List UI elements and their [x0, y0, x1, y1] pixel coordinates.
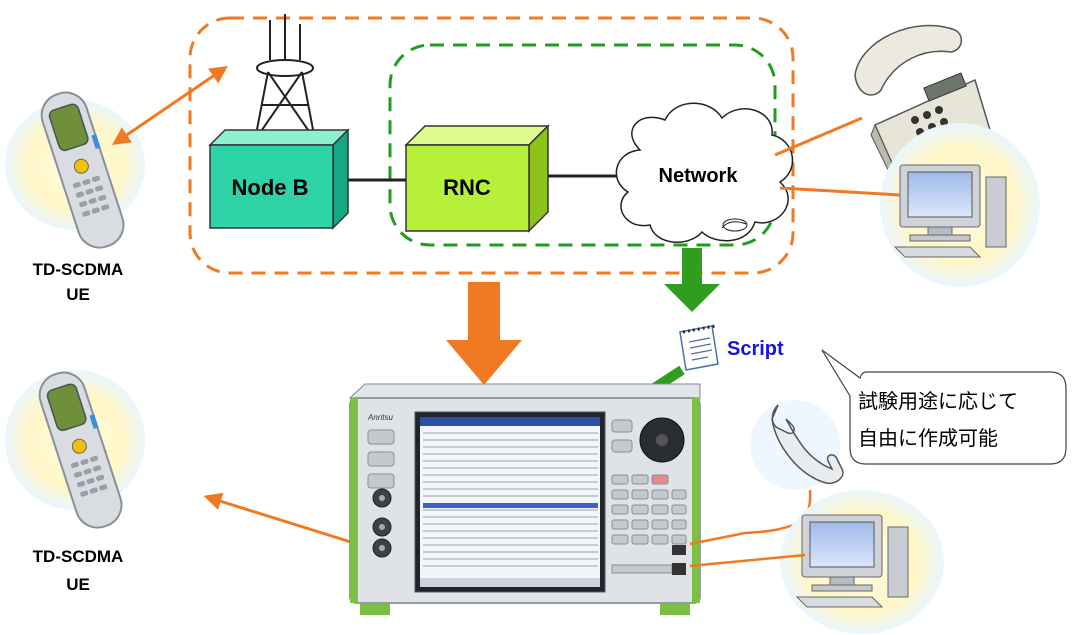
rnc-label: RNC — [443, 175, 491, 200]
green-down-arrow — [664, 248, 720, 312]
radio-network-boundary — [188, 16, 795, 275]
ue-tester-radio-link — [203, 492, 374, 553]
network-deskphone-link — [774, 116, 863, 157]
mobile-phone-icon-bottom — [38, 371, 123, 529]
ue-top-label-line1: TD-SCDMA — [33, 260, 124, 279]
tester-brand-label: Anritsu — [367, 413, 393, 422]
rnc-box — [404, 124, 550, 233]
ue-top-label-line2: UE — [66, 285, 90, 304]
telephone-handset-icon — [771, 404, 844, 485]
script-document-icon — [679, 324, 719, 371]
desktop-computer-icon — [893, 164, 1007, 258]
ue-nodeb-radio-link — [112, 65, 228, 146]
radio-communication-tester-icon — [348, 383, 701, 615]
script-label: Script — [727, 338, 784, 360]
callout-text-line1: 試験用途に応じて — [858, 389, 1018, 413]
network-computer-link — [779, 186, 901, 197]
callout-text-line2: 自由に作成可能 — [858, 426, 998, 450]
ue-bottom-label-line2: UE — [66, 575, 90, 594]
tester-computer-link — [689, 553, 806, 568]
node-b-box — [208, 128, 350, 230]
node-b-label: Node B — [232, 175, 309, 200]
orange-down-arrow — [446, 282, 522, 385]
mobile-phone-icon — [40, 91, 125, 249]
desktop-computer-icon-bottom — [795, 514, 909, 608]
ue-bottom-label-line1: TD-SCDMA — [33, 547, 124, 566]
network-cloud — [615, 102, 794, 243]
network-label: Network — [659, 165, 739, 187]
callout-bubble — [821, 349, 1067, 465]
antenna-tower-icon — [254, 14, 316, 141]
cloud-scribble-icon — [721, 218, 748, 232]
